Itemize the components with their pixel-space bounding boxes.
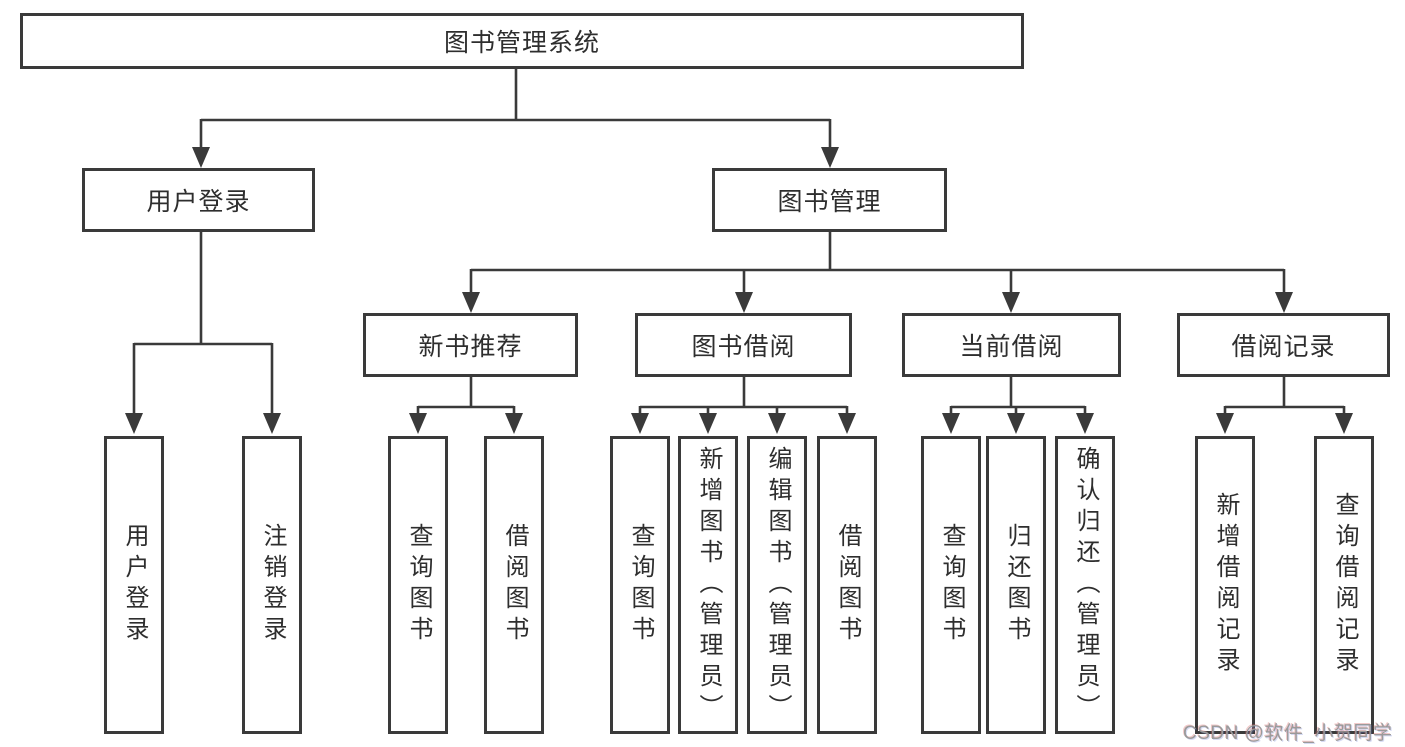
arrow-down-icon — [125, 413, 143, 434]
node-label: 图书管理 — [777, 188, 882, 216]
leaf-label: 新增借阅记录 — [1212, 492, 1239, 678]
node-library-management-system: 图书管理系统 — [20, 13, 1024, 69]
leaf-edit-books-admin: 编辑图书（管理员） — [747, 436, 807, 734]
arrow-down-icon — [942, 413, 960, 434]
leaf-label: 归还图书 — [1003, 523, 1030, 647]
arrow-down-icon — [631, 413, 649, 434]
leaf-borrow-books-recommend: 借阅图书 — [484, 436, 544, 734]
arrow-down-icon — [1216, 413, 1234, 434]
arrow-down-icon — [1335, 413, 1353, 434]
leaf-query-borrow-record: 查询借阅记录 — [1314, 436, 1374, 734]
node-borrowing-records: 借阅记录 — [1177, 313, 1390, 377]
leaf-label: 注销登录 — [259, 523, 286, 647]
node-new-book-recommendation: 新书推荐 — [363, 313, 578, 377]
arrow-down-icon — [735, 292, 753, 313]
arrow-down-icon — [699, 413, 717, 434]
leaf-borrow-books: 借阅图书 — [817, 436, 877, 734]
leaf-add-books-admin: 新增图书（管理员） — [678, 436, 738, 734]
arrow-down-icon — [768, 413, 786, 434]
arrow-down-icon — [409, 413, 427, 434]
leaf-query-books-recommend: 查询图书 — [388, 436, 448, 734]
node-label: 用户登录 — [146, 188, 251, 216]
leaf-return-books: 归还图书 — [986, 436, 1046, 734]
node-label: 借阅记录 — [1231, 333, 1336, 361]
csdn-watermark: CSDN @软件_小贺同学 — [1183, 723, 1393, 744]
arrow-down-icon — [1076, 413, 1094, 434]
leaf-label: 借阅图书 — [834, 523, 861, 647]
node-book-management: 图书管理 — [712, 168, 947, 232]
node-label: 当前借阅 — [959, 333, 1064, 361]
node-book-borrowing: 图书借阅 — [635, 313, 852, 377]
node-label: 图书管理系统 — [443, 29, 600, 57]
arrow-down-icon — [838, 413, 856, 434]
leaf-logout: 注销登录 — [242, 436, 302, 734]
arrow-down-icon — [821, 147, 839, 168]
leaf-add-borrow-record: 新增借阅记录 — [1195, 436, 1255, 734]
leaf-label: 确认归还（管理员） — [1072, 445, 1099, 725]
arrow-down-icon — [263, 413, 281, 434]
node-label: 新书推荐 — [418, 333, 523, 361]
leaf-label: 查询借阅记录 — [1331, 492, 1358, 678]
arrow-down-icon — [505, 413, 523, 434]
arrow-down-icon — [462, 292, 480, 313]
arrow-down-icon — [1007, 413, 1025, 434]
arrow-down-icon — [192, 147, 210, 168]
leaf-label: 新增图书（管理员） — [695, 445, 722, 725]
leaf-label: 编辑图书（管理员） — [764, 445, 791, 725]
leaf-label: 查询图书 — [938, 523, 965, 647]
leaf-label: 查询图书 — [627, 523, 654, 647]
leaf-query-books-borrow: 查询图书 — [610, 436, 670, 734]
leaf-label: 借阅图书 — [501, 523, 528, 647]
arrow-down-icon — [1002, 292, 1020, 313]
leaf-label: 查询图书 — [405, 523, 432, 647]
node-user-login: 用户登录 — [82, 168, 315, 232]
arrow-down-icon — [1275, 292, 1293, 313]
node-label: 图书借阅 — [691, 333, 796, 361]
leaf-confirm-return-admin: 确认归还（管理员） — [1055, 436, 1115, 734]
leaf-query-books-current: 查询图书 — [921, 436, 981, 734]
leaf-label: 用户登录 — [121, 523, 148, 647]
node-current-borrowing: 当前借阅 — [902, 313, 1121, 377]
leaf-user-login: 用户登录 — [104, 436, 164, 734]
